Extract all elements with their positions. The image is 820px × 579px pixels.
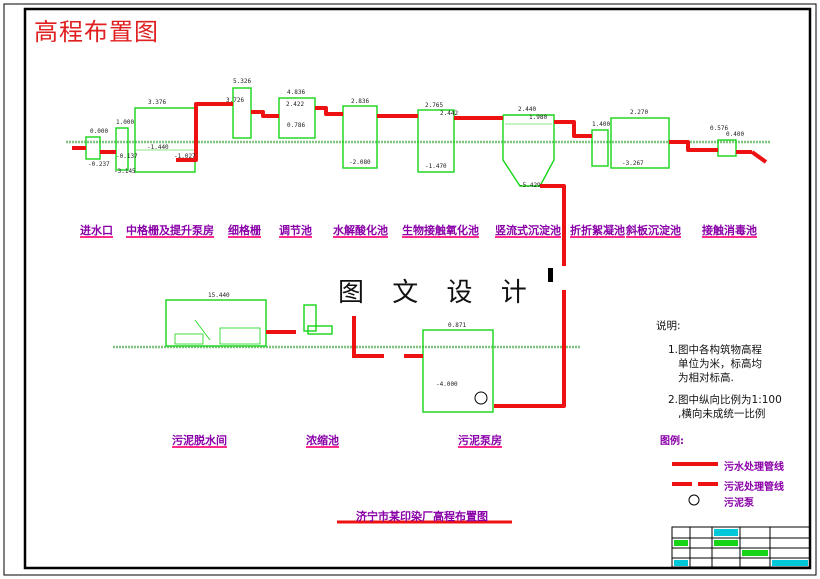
legend-sewage-label: 污水处理管线 (724, 462, 784, 473)
note-1a: 1.图中各构筑物高程 (668, 344, 763, 356)
elev-text: 3.376 (148, 99, 166, 106)
hydrolysis-tank (342, 105, 378, 169)
sludge-pump-house (422, 329, 494, 413)
elev-text: -1.027 (174, 153, 196, 160)
note-2b: ,横向未成统一比例 (678, 408, 766, 420)
fine-screen (232, 87, 252, 139)
sewage-pipe-8 (554, 120, 592, 138)
elev-text: -2.080 (349, 159, 371, 166)
elev-text: 0.871 (448, 322, 466, 329)
elev-text: 1.000 (116, 119, 134, 126)
note-1b: 单位为米，标高均 (678, 358, 762, 370)
elev-text: 0.786 (287, 122, 305, 129)
vertical-sedimentation-tank (502, 114, 555, 187)
sewage-pipe-outlet (750, 150, 768, 164)
watermark-text: 图 文 设 计 (338, 278, 537, 308)
title-block-fills (674, 529, 808, 566)
elev-text: 2.836 (351, 98, 369, 105)
label-flocculation: 折折絮凝池 (570, 224, 625, 237)
dewatering-machine-1 (174, 333, 204, 345)
sludge-pump-symbol (474, 391, 488, 405)
elev-text: 1.980 (529, 114, 547, 121)
elev-text: 2.765 (425, 102, 443, 109)
thickener-cap (307, 325, 333, 335)
sludge-pipe-to-thickener (352, 316, 384, 358)
inlet-well (85, 136, 101, 160)
label-lift-pump-house: 中格栅及提升泵房 (126, 224, 214, 237)
elev-text: 5.326 (233, 78, 251, 85)
sludge-dewatering-house (165, 299, 267, 347)
drawing-title: 济宁市某印染厂高程布置图 (356, 510, 488, 523)
label-sedimentation: 竖流式沉淀池 (495, 224, 561, 237)
label-disinfection: 接触消毒池 (702, 224, 757, 237)
elev-text: -3.267 (622, 160, 644, 167)
elev-text: 0.400 (726, 131, 744, 138)
sludge-pipe-marker (548, 268, 553, 282)
legend-heading: 图例: (660, 436, 684, 447)
elev-text: 0.000 (90, 128, 108, 135)
sludge-pipe-down (494, 290, 566, 408)
legend-pump-icon (688, 494, 700, 506)
dewatering-machine-2 (219, 327, 261, 345)
note-2a: 2.图中纵向比例为1:100 (668, 394, 782, 406)
drawing-heading: 高程布置图 (34, 18, 159, 46)
elev-text: -0.137 (116, 153, 138, 160)
thickener (303, 304, 317, 332)
legend-sludge-label: 污泥处理管线 (724, 482, 784, 493)
sewage-pipe-4 (251, 110, 279, 118)
elev-text: 15.440 (208, 292, 230, 299)
label-inclined-plate: 斜板沉淀池 (626, 224, 681, 237)
label-thickener: 浓缩池 (306, 434, 339, 447)
label-sludge-dewatering: 污泥脱水间 (172, 434, 227, 447)
elev-text: 4.836 (287, 89, 305, 96)
elev-text: -1.470 (425, 163, 447, 170)
title-block (671, 526, 811, 568)
elev-text: 1.400 (592, 121, 610, 128)
elev-text: 2.440 (518, 106, 536, 113)
elev-text: -1.440 (147, 144, 169, 151)
note-1c: 为相对标高. (678, 372, 734, 384)
elev-text: 2.422 (286, 101, 304, 108)
label-inlet: 进水口 (80, 224, 113, 237)
elev-text: 2.442 (440, 110, 458, 117)
dewatering-hopper (194, 319, 211, 341)
flocculation-tank (591, 129, 609, 167)
inner-frame (23, 7, 812, 570)
elev-text: -0.237 (88, 161, 110, 168)
sewage-pipe-5 (315, 106, 343, 116)
lift-pump-house (134, 107, 196, 173)
label-fine-screen: 细格栅 (228, 224, 261, 237)
elev-text: 0.576 (710, 125, 728, 132)
sewage-pipe-9 (669, 140, 718, 152)
elev-text: -4.000 (436, 381, 458, 388)
elev-text: -3.145 (114, 168, 136, 175)
sewage-pipe-3 (176, 102, 233, 162)
elev-text: 3.726 (226, 97, 244, 104)
sludge-pipe-main (540, 184, 566, 266)
legend-pump-label: 污泥泵 (724, 498, 754, 509)
label-sludge-pump: 污泥泵房 (458, 434, 502, 447)
outer-frame (3, 3, 817, 576)
elev-text: 2.270 (630, 109, 648, 116)
elev-text: -5.429 (519, 182, 541, 189)
coarse-screen (115, 127, 129, 171)
label-equalization: 调节池 (279, 224, 312, 237)
label-bio-oxidation: 生物接触氧化池 (402, 224, 479, 237)
bio-oxidation-tank (417, 109, 455, 173)
label-hydrolysis: 水解酸化池 (333, 224, 388, 237)
notes-heading: 说明: (656, 320, 681, 332)
